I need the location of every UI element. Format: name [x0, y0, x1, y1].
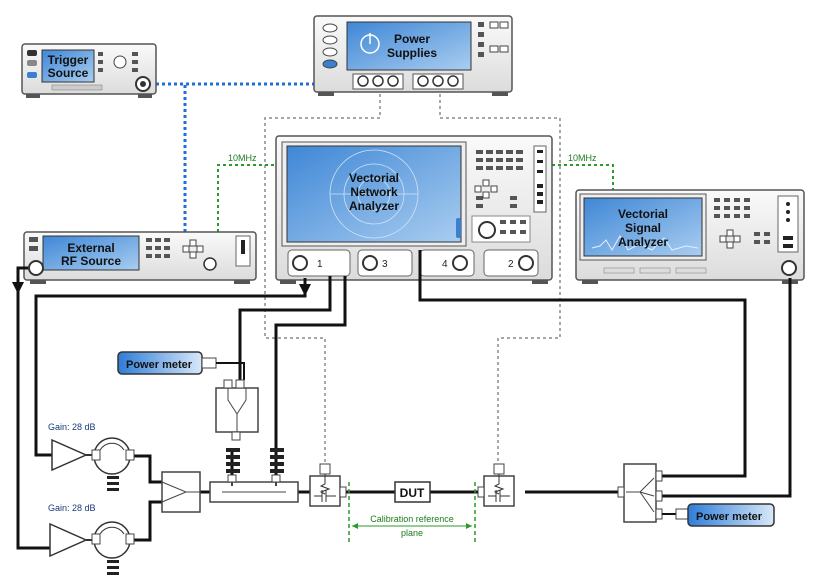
calibration-plane-label-2: plane	[401, 528, 423, 538]
vna-label-1: Vectorial	[349, 171, 399, 185]
power-supplies: Power Supplies	[313, 15, 513, 96]
vsa-label-3: Analyzer	[618, 235, 668, 249]
power-meter-left-label: Power meter	[126, 359, 193, 371]
ref-clock-right-label: 10MHz	[568, 153, 597, 163]
attenuator-left	[226, 448, 240, 473]
amplifier-top: Gain: 28 dB	[48, 422, 135, 491]
vna-port-4: 4	[442, 259, 448, 270]
vna-label-2: Network	[350, 185, 398, 199]
vna-port-1: 1	[317, 259, 323, 270]
dut: DUT	[394, 481, 431, 503]
power-supplies-label-1: Power	[394, 32, 430, 46]
power-meter-left: Power meter	[117, 351, 245, 380]
calibration-plane: Calibration reference plane	[348, 482, 476, 542]
calibration-plane-label-1: Calibration reference	[370, 514, 454, 524]
dut-label: DUT	[400, 486, 425, 500]
power-combiner	[161, 471, 201, 513]
dc-bias-links	[264, 88, 561, 462]
trigger-label-2: Source	[48, 66, 89, 80]
gain-bottom-label: Gain: 28 dB	[48, 503, 96, 513]
power-meter-right: Power meter	[662, 503, 775, 527]
bias-tee-left	[309, 463, 347, 507]
rf-source-label-2: RF Source	[61, 254, 121, 268]
vna-port-3: 3	[382, 259, 388, 270]
gain-top-label: Gain: 28 dB	[48, 422, 96, 432]
output-splitter	[617, 463, 663, 523]
trigger-link	[150, 82, 318, 232]
power-supplies-label-2: Supplies	[387, 46, 437, 60]
attenuator-right	[270, 448, 284, 473]
rf-cables	[16, 250, 792, 550]
trigger-label-1: Trigger	[48, 53, 89, 67]
vector-signal-analyzer: Vectorial Signal Analyzer	[575, 189, 805, 284]
trigger-source: Trigger Source	[21, 43, 157, 98]
arrow-down-icon	[12, 282, 24, 294]
rf-source-label-1: External	[67, 241, 114, 255]
arrow-down-icon	[299, 284, 311, 296]
ref-clock-left-label: 10MHz	[228, 153, 257, 163]
bias-tee-right	[477, 463, 515, 507]
directional-coupler	[209, 474, 299, 503]
power-splitter	[215, 379, 259, 441]
vector-network-analyzer: 1 3 4 2 Vectorial Network Analyzer	[275, 135, 553, 284]
external-rf-source: External RF Source	[23, 231, 257, 284]
power-meter-right-label: Power meter	[696, 511, 763, 523]
vsa-label-1: Vectorial	[618, 207, 668, 221]
vsa-label-2: Signal	[625, 221, 661, 235]
amplifier-bottom: Gain: 28 dB	[48, 503, 135, 575]
vna-label-3: Analyzer	[349, 199, 399, 213]
vna-port-2: 2	[508, 259, 514, 270]
ref-clock-links	[217, 164, 614, 232]
